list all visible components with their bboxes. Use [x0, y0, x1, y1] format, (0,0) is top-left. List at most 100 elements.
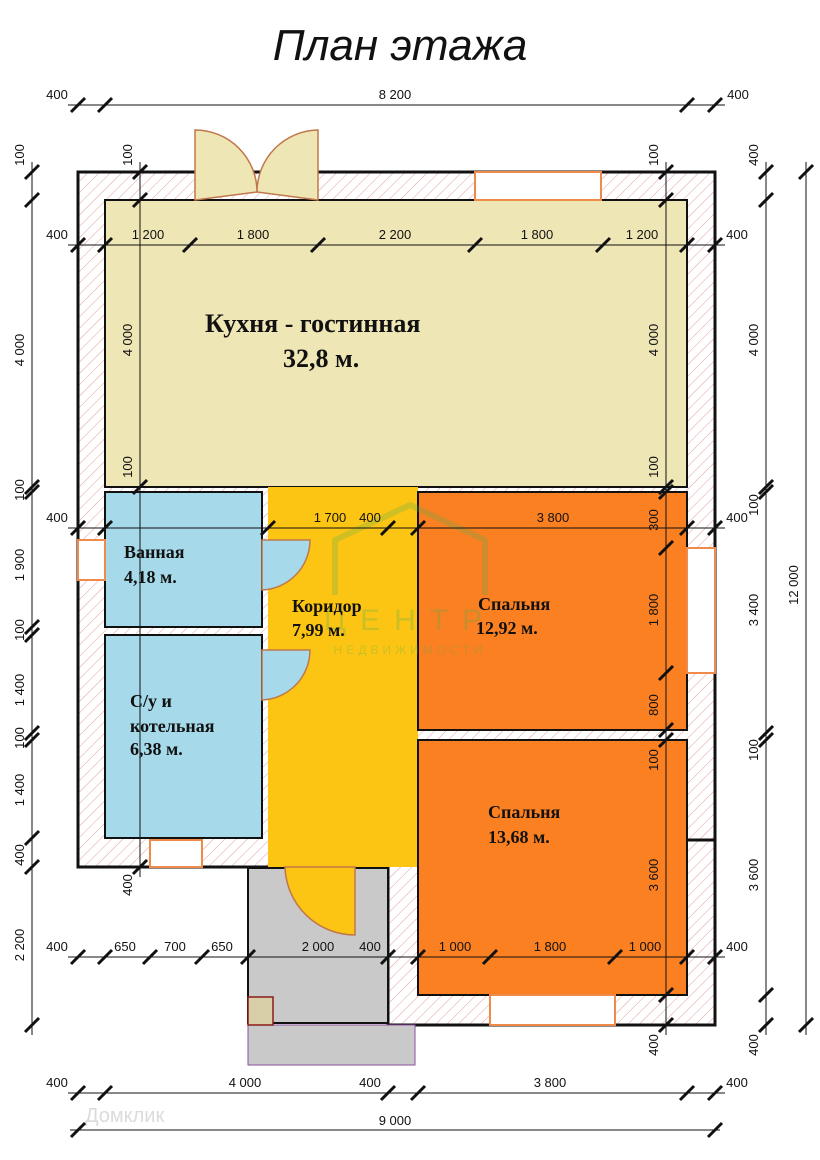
- dimension-line: [657, 163, 675, 181]
- dimension-line: [131, 163, 149, 181]
- svg-text:ЦЕНТР: ЦЕНТР: [324, 604, 496, 637]
- room-name: Кухня - гостинная: [205, 309, 420, 338]
- dimension-line: [69, 1084, 87, 1102]
- dimension-label: 100: [746, 494, 761, 516]
- dimension-label: 100: [646, 456, 661, 478]
- svg-text:НЕДВИЖИМОСТИ: НЕДВИЖИМОСТИ: [334, 643, 487, 657]
- dimension-label: 3 600: [646, 859, 661, 892]
- dimension-label: 100: [120, 456, 135, 478]
- steps: [247, 1024, 416, 1066]
- room-labels: Кухня - гостинная 32,8 м. Ванная 4,18 м.…: [124, 309, 561, 847]
- dimension-line: [657, 191, 675, 209]
- dimension-label: 100: [746, 739, 761, 761]
- dimension-label: 1 200: [626, 227, 659, 242]
- dimension-label: 400: [46, 227, 68, 242]
- entry-door: [284, 866, 356, 936]
- dimension-label: 100: [12, 144, 27, 166]
- room-name: С/у и: [130, 691, 172, 711]
- dimension-label: 4 000: [746, 324, 761, 357]
- dimension-line: [96, 96, 114, 114]
- dimension-line: [409, 948, 427, 966]
- entrance-double-door: [194, 129, 319, 201]
- dimension-line: [69, 96, 87, 114]
- dimension-line: [757, 163, 775, 181]
- dimension-label: 100: [12, 479, 27, 501]
- dimension-line: [23, 731, 41, 749]
- dimension-line: [23, 483, 41, 501]
- dimension-line: [678, 948, 696, 966]
- dimension-line: [706, 96, 724, 114]
- dimension-label: 2 200: [12, 929, 27, 962]
- porch-column: [247, 996, 274, 1026]
- watermark: ЦЕНТР НЕДВИЖИМОСТИ Домклик: [85, 501, 496, 1127]
- dimension-label: 400: [726, 939, 748, 954]
- room-area: 13,68 м.: [488, 827, 550, 847]
- dimension-line: [657, 721, 675, 739]
- dimension-line: [657, 731, 675, 749]
- dimension-label: 400: [359, 939, 381, 954]
- room-area: 12,92 м.: [476, 618, 538, 638]
- svg-text:Домклик: Домклик: [85, 1105, 164, 1127]
- dimension-line: [96, 1084, 114, 1102]
- dimension-label: 3 800: [534, 1075, 567, 1090]
- dimension-label: 1 400: [12, 674, 27, 707]
- room-area: 32,8 м.: [283, 344, 359, 373]
- dimension-line: [657, 539, 675, 557]
- interior-doors: [261, 539, 311, 701]
- dimension-label: 3 600: [746, 859, 761, 892]
- dimension-label: 400: [359, 1075, 381, 1090]
- dimension-label: 700: [164, 939, 186, 954]
- dimension-label: 1 800: [521, 227, 554, 242]
- dimension-line: [657, 986, 675, 1004]
- dimension-label: 650: [114, 939, 136, 954]
- dimension-label: 100: [646, 144, 661, 166]
- plan-title: План этажа: [273, 21, 528, 70]
- dimension-label: 1 800: [534, 939, 567, 954]
- dimension-line: [706, 236, 724, 254]
- dimension-label: 12 000: [786, 565, 801, 605]
- room-name: Ванная: [124, 542, 185, 562]
- kitchen-living-room: [104, 199, 688, 488]
- room-area: 6,38 м.: [130, 739, 183, 759]
- dimension-label: 1 900: [12, 549, 27, 582]
- dimension-line: [757, 191, 775, 209]
- windows: [77, 171, 716, 1026]
- dimension-label: 400: [727, 87, 749, 102]
- dimension-label: 400: [46, 939, 68, 954]
- dimension-line: [69, 948, 87, 966]
- dimension-line: [706, 948, 724, 966]
- dimension-line: [259, 519, 277, 537]
- dimension-line: [706, 1121, 724, 1139]
- dimension-label: 400: [726, 227, 748, 242]
- room-name: Спальня: [478, 594, 551, 614]
- dimension-line: [69, 236, 87, 254]
- dimension-label: 400: [46, 510, 68, 525]
- dimension-label: 100: [12, 727, 27, 749]
- dimension-line: [23, 618, 41, 636]
- dimension-label: 1 700: [314, 510, 347, 525]
- dimension-line: [131, 478, 149, 496]
- dimension-line: [678, 1084, 696, 1102]
- room-name: Коридор: [292, 596, 362, 616]
- dimension-line: [69, 519, 87, 537]
- bedroom-1: [417, 491, 688, 731]
- dimension-label: 100: [120, 144, 135, 166]
- dimension-label: 1 000: [439, 939, 472, 954]
- dimension-label: 400: [646, 1034, 661, 1056]
- dimension-line: [757, 724, 775, 742]
- dimension-line: [678, 236, 696, 254]
- dimension-line: [69, 1121, 87, 1139]
- dimension-label: 2 200: [379, 227, 412, 242]
- dimension-line: [23, 1016, 41, 1034]
- dimension-line: [757, 986, 775, 1004]
- dimension-line: [797, 1016, 815, 1034]
- dimension-line: [239, 948, 257, 966]
- dimension-label: 100: [12, 619, 27, 641]
- dimension-line: [678, 96, 696, 114]
- dimension-line: [606, 948, 624, 966]
- dimension-line: [379, 1084, 397, 1102]
- dimension-line: [409, 519, 427, 537]
- room-area: 7,99 м.: [292, 620, 345, 640]
- dimension-label: 400: [46, 1075, 68, 1090]
- dimension-line: [193, 948, 211, 966]
